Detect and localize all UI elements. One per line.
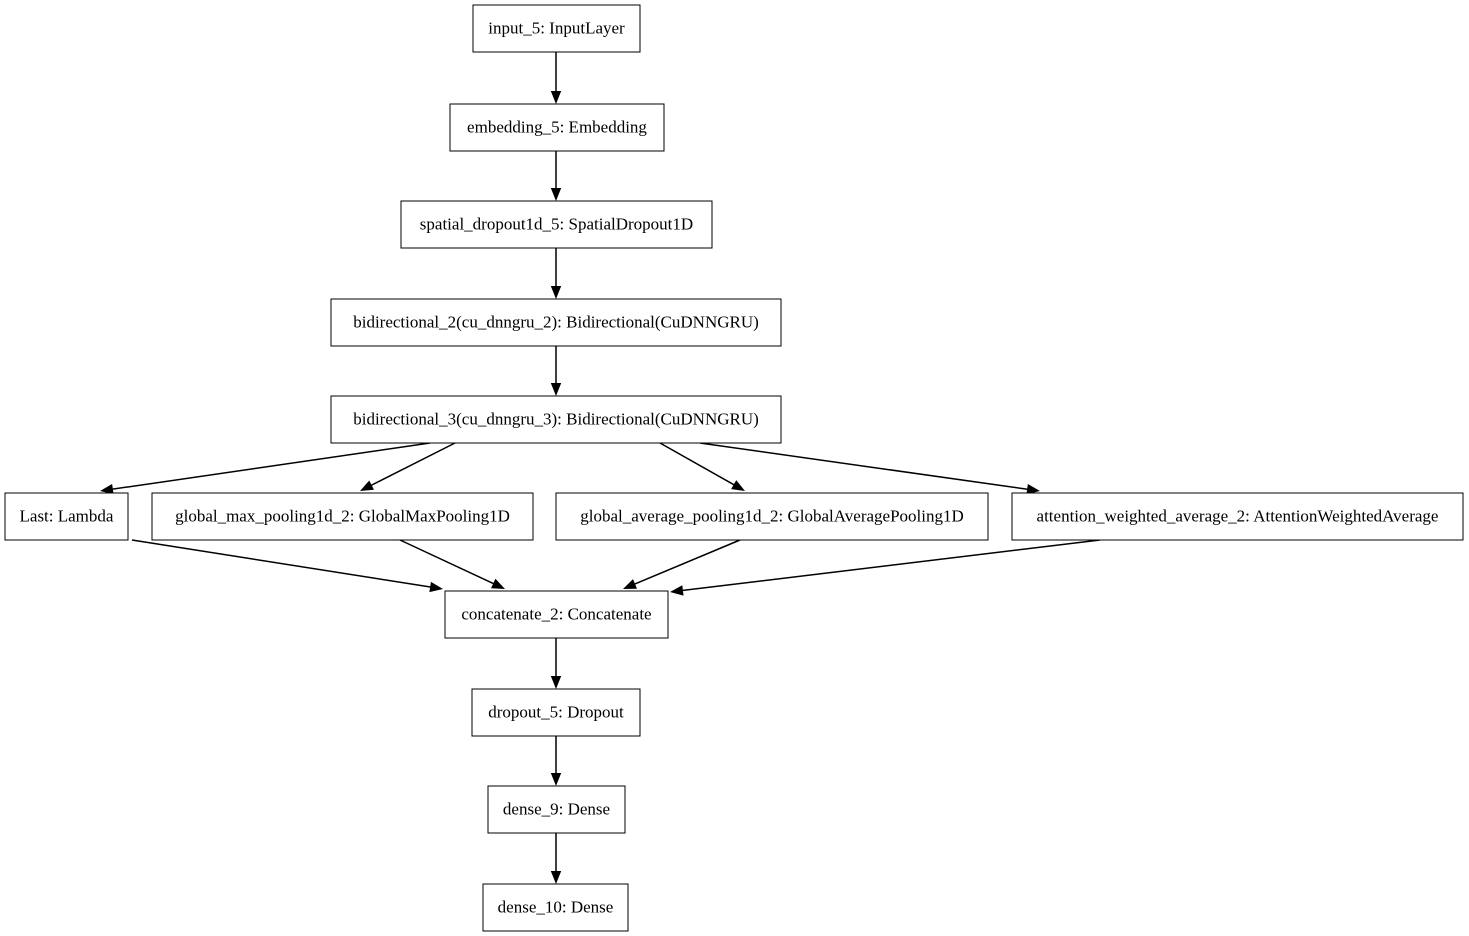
edge-bidirectional_3-to-global_max_pooling1d_2 [360, 442, 456, 491]
edge-bidirectional_3-to-global_average_pooling1d_2 [659, 442, 745, 491]
node-label-embedding_5: embedding_5: Embedding [467, 117, 647, 136]
node-input_5[interactable]: input_5: InputLayer [472, 4, 641, 53]
edges-layer [100, 52, 1101, 884]
node-bidirectional_2[interactable]: bidirectional_2(cu_dnngru_2): Bidirectio… [330, 298, 782, 347]
node-box-spatial_dropout1d_5[interactable] [400, 200, 713, 249]
node-label-spatial_dropout1d_5: spatial_dropout1d_5: SpatialDropout1D [420, 214, 693, 233]
node-global_max_pooling1d_2[interactable]: global_max_pooling1d_2: GlobalMaxPooling… [151, 492, 534, 541]
node-label-attention_weighted_average_2: attention_weighted_average_2: AttentionW… [1037, 506, 1439, 525]
node-box-bidirectional_3[interactable] [330, 395, 782, 444]
edge-bidirectional_2-to-bidirectional_3 [550, 346, 562, 396]
node-box-global_max_pooling1d_2[interactable] [151, 492, 534, 541]
node-label-dense_10: dense_10: Dense [498, 897, 614, 916]
edge-bidirectional_3-to-attention_weighted_average_2 [699, 442, 1040, 495]
node-attention_weighted_average_2[interactable]: attention_weighted_average_2: AttentionW… [1011, 492, 1464, 541]
edge-global_average_pooling1d_2-to-concatenate_2 [623, 539, 741, 589]
edge-spatial_dropout1d_5-to-bidirectional_2 [550, 248, 562, 299]
node-bidirectional_3[interactable]: bidirectional_3(cu_dnngru_3): Bidirectio… [330, 395, 782, 444]
node-box-global_average_pooling1d_2[interactable] [555, 492, 989, 541]
node-box-bidirectional_2[interactable] [330, 298, 782, 347]
node-box-concatenate_2[interactable] [444, 590, 669, 639]
node-box-dense_9[interactable] [487, 785, 626, 834]
node-label-dense_9: dense_9: Dense [503, 799, 610, 818]
node-label-global_average_pooling1d_2: global_average_pooling1d_2: GlobalAverag… [580, 506, 964, 525]
edge-attention_weighted_average_2-to-concatenate_2 [670, 539, 1101, 596]
node-label-bidirectional_3: bidirectional_3(cu_dnngru_3): Bidirectio… [353, 409, 759, 428]
node-box-attention_weighted_average_2[interactable] [1011, 492, 1464, 541]
nodes-layer: input_5: InputLayer embedding_5: Embeddin… [4, 4, 1464, 932]
node-last_lambda[interactable]: Last: Lambda [4, 492, 129, 541]
node-embedding_5[interactable]: embedding_5: Embedding [449, 103, 665, 152]
edge-global_max_pooling1d_2-to-concatenate_2 [399, 539, 505, 589]
node-box-dropout_5[interactable] [471, 688, 641, 737]
node-box-last_lambda[interactable] [4, 492, 129, 541]
node-label-input_5: input_5: InputLayer [488, 18, 625, 37]
node-label-global_max_pooling1d_2: global_max_pooling1d_2: GlobalMaxPooling… [175, 506, 510, 525]
node-dense_9[interactable]: dense_9: Dense [487, 785, 626, 834]
node-box-dense_10[interactable] [482, 883, 629, 932]
node-concatenate_2[interactable]: concatenate_2: Concatenate [444, 590, 669, 639]
edge-dropout_5-to-dense_9 [550, 736, 562, 786]
node-label-concatenate_2: concatenate_2: Concatenate [461, 604, 651, 623]
node-label-bidirectional_2: bidirectional_2(cu_dnngru_2): Bidirectio… [353, 312, 759, 331]
edge-embedding_5-to-spatial_dropout1d_5 [550, 151, 562, 201]
node-box-input_5[interactable] [472, 4, 641, 53]
edge-input_5-to-embedding_5 [550, 52, 562, 104]
edge-dense_9-to-dense_10 [550, 833, 562, 884]
node-global_average_pooling1d_2[interactable]: global_average_pooling1d_2: GlobalAverag… [555, 492, 989, 541]
node-dropout_5[interactable]: dropout_5: Dropout [471, 688, 641, 737]
node-dense_10[interactable]: dense_10: Dense [482, 883, 629, 932]
node-label-dropout_5: dropout_5: Dropout [488, 702, 624, 721]
node-box-embedding_5[interactable] [449, 103, 665, 152]
edge-concatenate_2-to-dropout_5 [550, 638, 562, 689]
node-spatial_dropout1d_5[interactable]: spatial_dropout1d_5: SpatialDropout1D [400, 200, 713, 249]
node-label-last_lambda: Last: Lambda [20, 506, 114, 525]
edge-bidirectional_3-to-last_lambda [100, 442, 431, 495]
edge-last_lambda-to-concatenate_2 [131, 539, 443, 593]
